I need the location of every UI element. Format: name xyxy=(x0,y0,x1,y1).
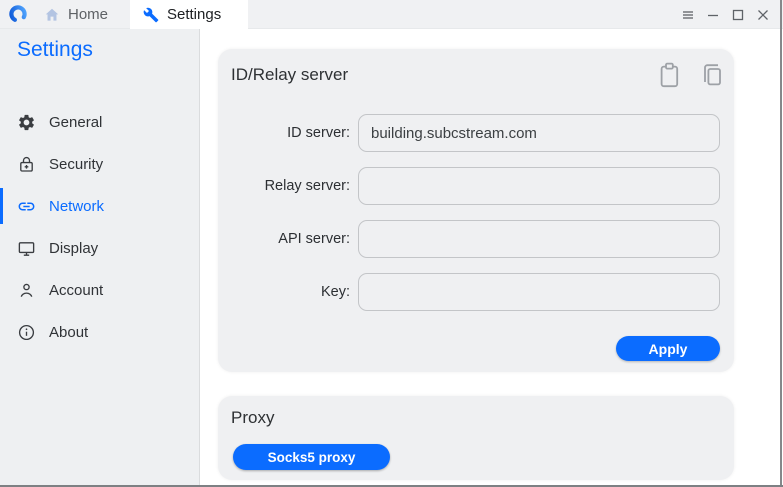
sidebar-title: Settings xyxy=(17,38,93,62)
relay-server-input[interactable] xyxy=(358,167,720,205)
info-icon xyxy=(17,323,36,342)
socks5-proxy-button[interactable]: Socks5 proxy xyxy=(233,444,390,470)
sidebar-item-label: Security xyxy=(49,156,103,173)
link-icon xyxy=(17,197,36,216)
sidebar-item-security[interactable]: Security xyxy=(0,143,200,185)
wrench-icon xyxy=(143,7,159,23)
id-server-input[interactable] xyxy=(358,114,720,152)
card-title: ID/Relay server xyxy=(231,65,348,85)
api-server-label: API server: xyxy=(218,220,350,258)
id-relay-server-card: ID/Relay server xyxy=(218,49,734,372)
monitor-icon xyxy=(17,239,36,258)
card-actions xyxy=(659,62,723,89)
gear-icon xyxy=(17,113,36,132)
card-title: Proxy xyxy=(231,408,274,428)
key-input[interactable] xyxy=(358,273,720,311)
api-server-row: API server: xyxy=(218,220,734,258)
minimize-icon[interactable] xyxy=(705,7,721,23)
titlebar: Home Settings xyxy=(0,0,783,29)
key-label: Key: xyxy=(218,273,350,311)
api-server-input[interactable] xyxy=(358,220,720,258)
tab-home[interactable]: Home xyxy=(30,0,126,29)
close-icon[interactable] xyxy=(755,7,771,23)
apply-button[interactable]: Apply xyxy=(616,336,720,361)
proxy-card: Proxy Socks5 proxy xyxy=(218,396,734,480)
key-row: Key: xyxy=(218,273,734,311)
copy-icon[interactable] xyxy=(702,62,723,89)
sidebar-item-label: About xyxy=(49,324,88,341)
person-icon xyxy=(17,281,36,300)
paste-icon[interactable] xyxy=(659,62,680,89)
window-right-border xyxy=(780,0,782,487)
maximize-icon[interactable] xyxy=(730,7,746,23)
sidebar-item-about[interactable]: About xyxy=(0,311,200,353)
sidebar-item-label: Network xyxy=(49,198,104,215)
sidebar-item-display[interactable]: Display xyxy=(0,227,200,269)
sidebar-item-general[interactable]: General xyxy=(0,101,200,143)
relay-server-row: Relay server: xyxy=(218,167,734,205)
tab-settings-label: Settings xyxy=(167,6,221,23)
tab-settings[interactable]: Settings xyxy=(130,0,248,29)
lock-plus-icon xyxy=(17,155,36,174)
app-logo-icon xyxy=(8,4,28,24)
home-icon xyxy=(44,7,60,23)
window-controls xyxy=(680,0,771,29)
sidebar-item-account[interactable]: Account xyxy=(0,269,200,311)
menu-icon[interactable] xyxy=(680,7,696,23)
sidebar-item-label: Display xyxy=(49,240,98,257)
settings-sidebar: Settings General Security Network xyxy=(0,29,200,487)
tab-home-label: Home xyxy=(68,6,108,23)
relay-server-label: Relay server: xyxy=(218,167,350,205)
id-server-row: ID server: xyxy=(218,114,734,152)
sidebar-item-label: Account xyxy=(49,282,103,299)
sidebar-item-network[interactable]: Network xyxy=(0,185,200,227)
sidebar-item-label: General xyxy=(49,114,102,131)
id-server-label: ID server: xyxy=(218,114,350,152)
network-settings-panel: ID/Relay server xyxy=(201,29,783,487)
